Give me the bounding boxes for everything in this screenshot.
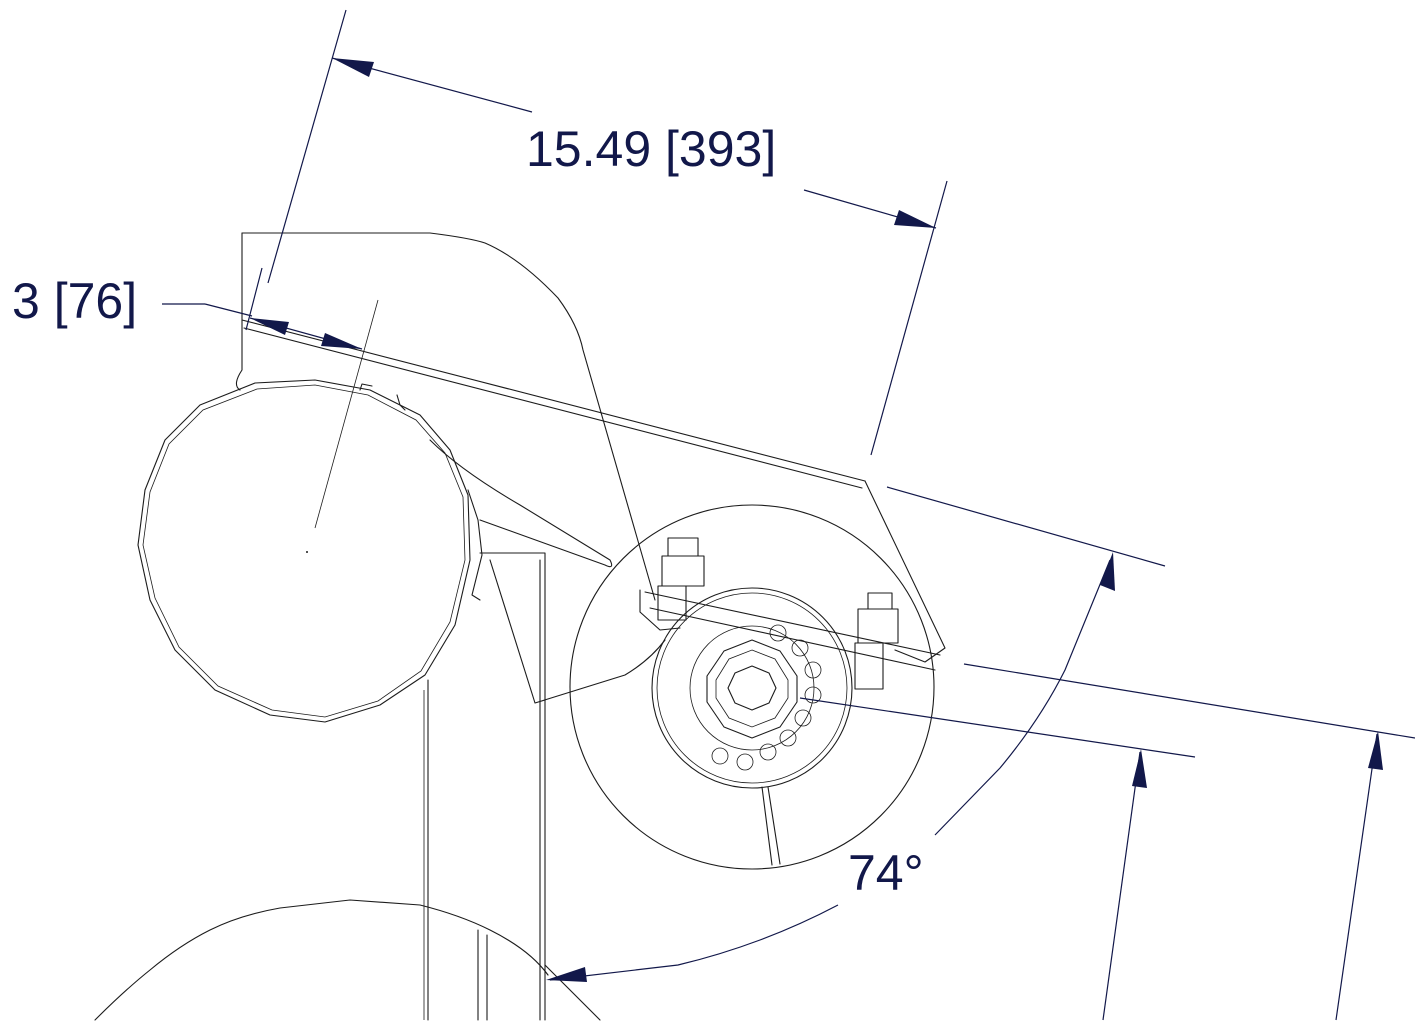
offset-dimension-label: 3 [76] [12,273,137,329]
angle-ref-line-2 [963,663,1415,739]
angle-dimension-label: 74° [848,845,924,901]
clamp-bracket [429,439,613,568]
post-foot [544,964,601,1021]
hub-strut [761,786,781,866]
angle-leader [549,904,839,981]
post-web [489,559,666,704]
length-dimension-label: 15.49 [393] [526,121,776,177]
angle-ref-line-3 [799,697,1196,758]
slanted-plate-end [864,480,946,663]
offset-extension [245,267,263,331]
hex-nut-outer [706,639,798,739]
vertical-post [479,552,546,1021]
sprocket-ring [656,592,848,784]
offset-arrow-right [321,333,362,349]
angle-arrow-right [1368,731,1383,770]
angle-arrow-upper [1100,552,1115,591]
drum-outer [137,379,471,723]
hub-outer-circle [569,504,935,870]
dimension-annotations: 15.49 [393] 3 [76] 74° [12,9,1415,1021]
clamp-bracket-2 [467,489,483,601]
angle-arrow-mid [1132,749,1147,788]
guard-plate-outline [241,232,656,601]
length-arrow-left [332,58,374,77]
assembly-geometry [94,232,946,1021]
drum-lug-right [396,394,406,411]
offset-arrow-left [250,318,289,335]
angle-ref-line-1 [886,486,1166,567]
sprocket-outer [651,587,853,789]
drum-center-mark [306,551,308,553]
angle-vertical-1 [1102,751,1141,1021]
slanted-plate-bottom [243,327,863,489]
drum-inner [142,384,466,718]
lower-housing-curve [94,899,549,1021]
length-arrow-right [894,210,936,228]
bolt-left [639,537,705,631]
angle-arc-upper [934,559,1111,836]
extension-line-right [870,180,948,456]
extension-line-left [267,9,347,284]
sprocket-ring-2 [689,625,815,751]
chain-links [711,624,822,771]
bolt-bar [644,591,941,671]
offset-leader-slant [204,303,253,317]
angle-arrow-leader [546,967,587,982]
drum-lug-left [359,383,373,391]
angle-vertical-2 [1335,733,1378,1021]
hex-socket [727,665,777,711]
drum-leader [314,299,379,529]
guard-plate-left-edge [235,232,243,391]
hex-nut-mid [715,649,789,728]
bolt-right [854,592,899,690]
